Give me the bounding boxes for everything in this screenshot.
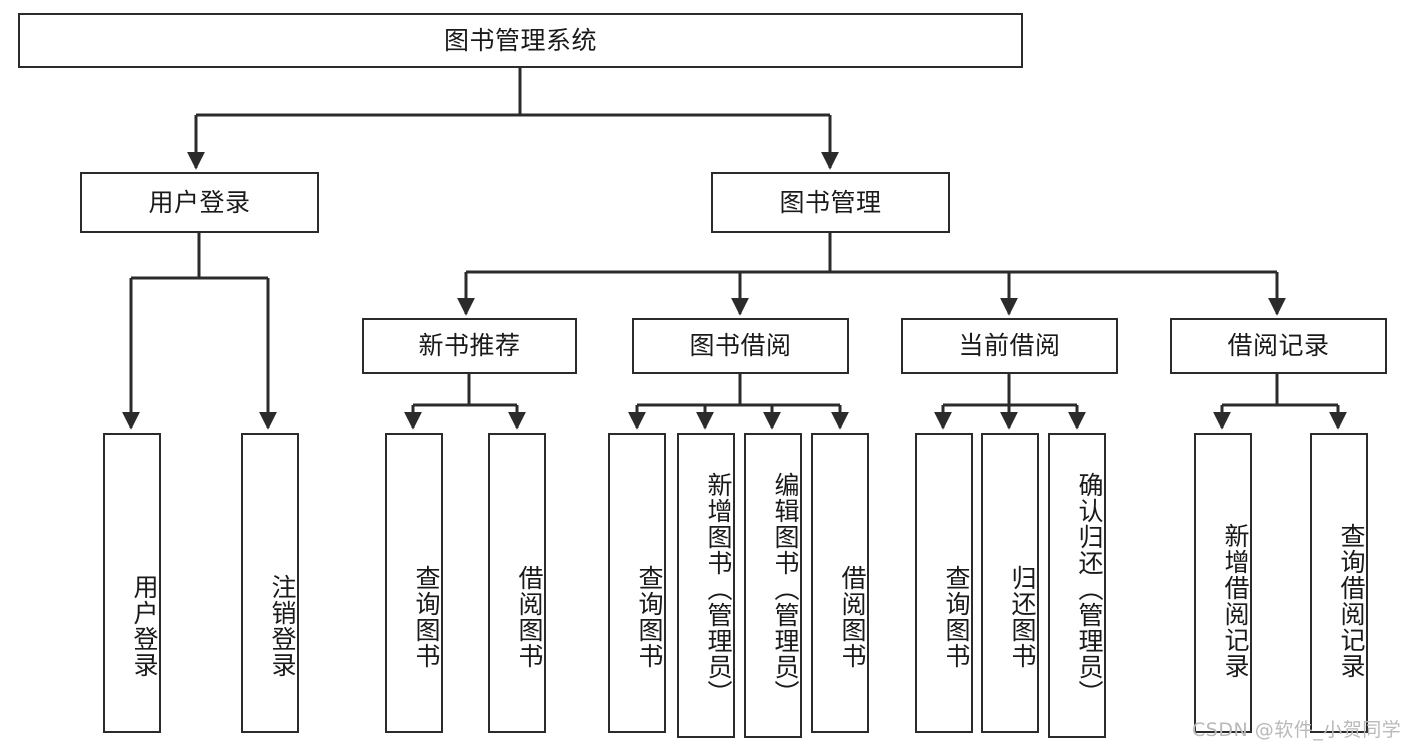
leaf-edit-book-admin[interactable]: 编辑图书（管理员） [744,433,802,738]
leaf-confirm-return-admin[interactable]: 确认归还（管理员） [1048,433,1106,738]
leaf-user-login[interactable]: 用户登录 [103,433,161,733]
node-book-manage[interactable]: 图书管理 [711,172,950,233]
leaf-borrow-book-2[interactable]: 借阅图书 [811,433,869,733]
leaf-return-book[interactable]: 归还图书 [981,433,1039,733]
node-book-borrow[interactable]: 图书借阅 [632,318,849,374]
leaf-add-borrow-record[interactable]: 新增借阅记录 [1194,433,1252,733]
leaf-query-book-1[interactable]: 查询图书 [385,433,443,733]
leaf-query-book-3[interactable]: 查询图书 [915,433,973,733]
node-current-borrow[interactable]: 当前借阅 [901,318,1118,374]
leaf-query-book-2[interactable]: 查询图书 [608,433,666,733]
leaf-query-borrow-record[interactable]: 查询借阅记录 [1310,433,1368,733]
leaf-add-book-admin[interactable]: 新增图书（管理员） [677,433,735,738]
leaf-borrow-book-1[interactable]: 借阅图书 [488,433,546,733]
watermark-text: CSDN @软件_小贺同学 [1192,719,1402,741]
leaf-logout[interactable]: 注销登录 [241,433,299,733]
node-user-login[interactable]: 用户登录 [80,172,319,233]
node-borrow-record[interactable]: 借阅记录 [1170,318,1387,374]
node-new-book-recommend[interactable]: 新书推荐 [362,318,577,374]
node-root[interactable]: 图书管理系统 [18,13,1023,68]
